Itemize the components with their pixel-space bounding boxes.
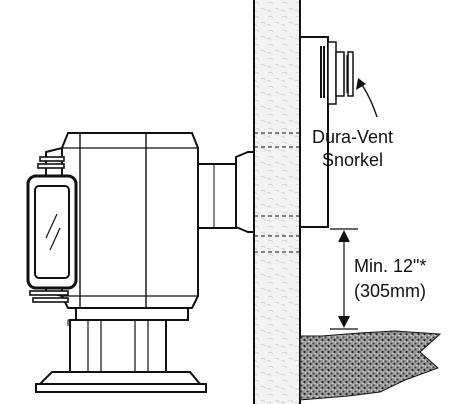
snorkel-vent-louvers [320, 46, 325, 98]
snorkel-label-line1: Dura-Vent [312, 127, 393, 147]
snorkel-assembly [299, 36, 354, 228]
wall-thimble-lines [254, 132, 300, 253]
dimension-arrow-down [338, 316, 350, 328]
snorkel-pointer-arrow [356, 78, 378, 118]
dimension-arrow-up [338, 230, 350, 242]
ground-gravel [299, 330, 442, 401]
wall [253, 0, 301, 404]
stove-body [61, 132, 199, 321]
snorkel-label-line2: Snorkel [322, 150, 383, 170]
snorkel-label: Dura-Vent Snorkel [312, 127, 393, 170]
stove-pedestal [35, 319, 207, 393]
min-clearance-label-line1: Min. 12"* [354, 256, 426, 276]
stove-door [26, 146, 78, 303]
clearance-dimension [330, 228, 358, 330]
min-clearance-label-line2: (305mm) [354, 281, 426, 301]
min-clearance-label: Min. 12"* (305mm) [354, 256, 426, 301]
vent-pipe [192, 151, 255, 233]
door-glass-reflection [45, 213, 61, 251]
door-top-vents [37, 156, 65, 169]
door-ash-lip [29, 290, 69, 303]
